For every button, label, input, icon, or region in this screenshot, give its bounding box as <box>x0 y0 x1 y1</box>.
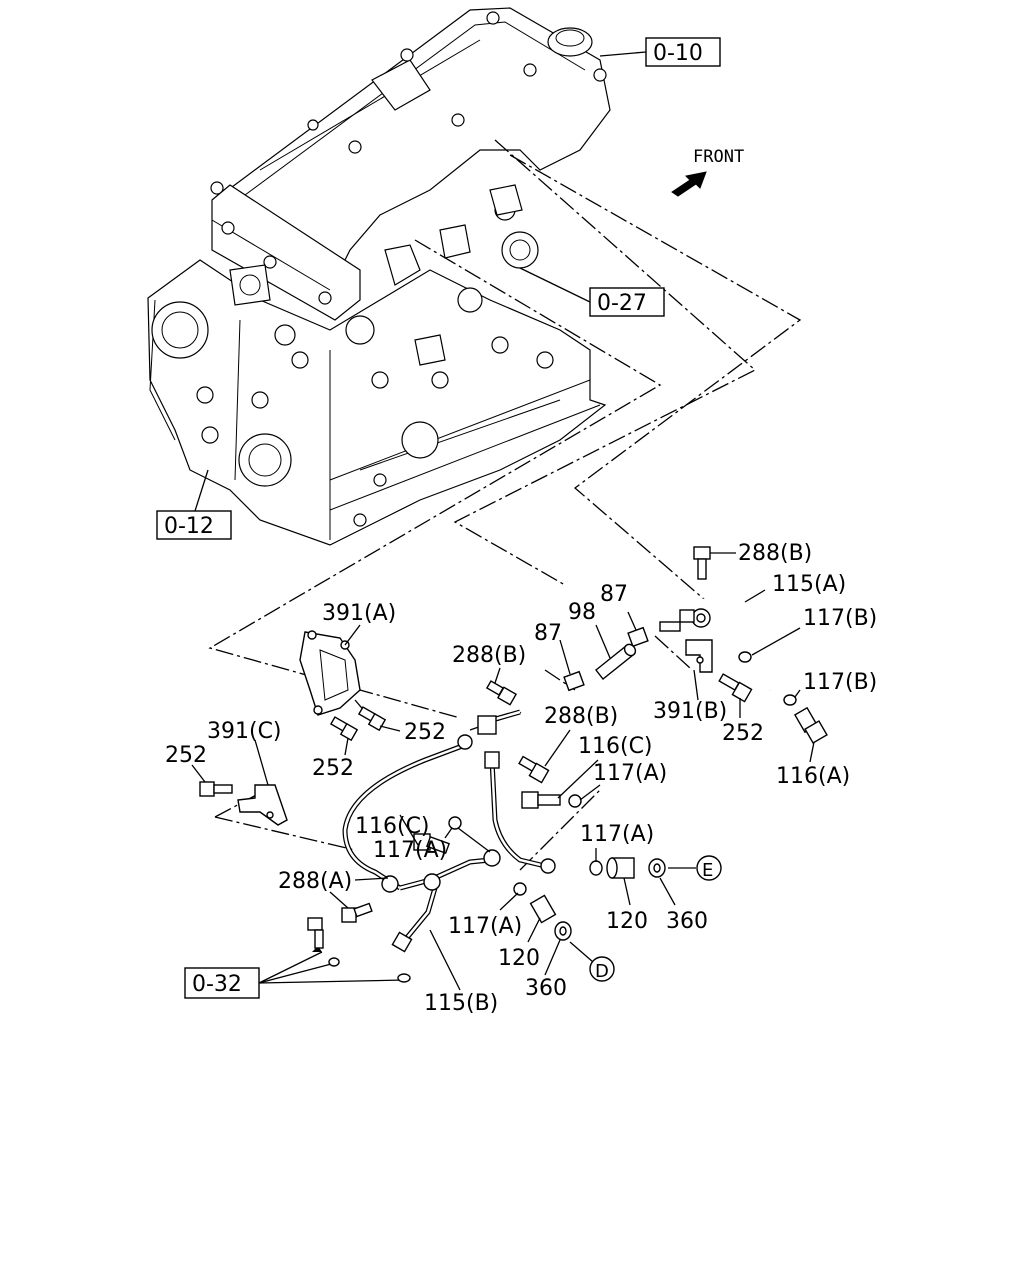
washer-117a-mid <box>589 860 603 876</box>
label-391c: 391(C) <box>207 719 282 744</box>
connector-e: E <box>696 855 722 881</box>
label-115a: 115(A) <box>772 572 846 597</box>
label-87-left: 87 <box>534 621 562 646</box>
ref-box-0-27-text: 0-27 <box>597 291 647 316</box>
washer-117a-right <box>568 794 582 808</box>
eyebolt-116c-right <box>521 791 561 809</box>
label-117b-2: 117(B) <box>803 670 877 695</box>
banjo-joint-1 <box>381 875 399 893</box>
tee-fitting <box>457 715 500 769</box>
nut-360-right <box>648 858 666 878</box>
sleeve-98 <box>595 643 637 680</box>
front-label: FRONT <box>693 147 744 167</box>
engine-block-illustration <box>147 7 611 546</box>
nut-87-left <box>563 670 585 692</box>
connector-d: D <box>589 956 615 982</box>
bolt-0-32 <box>307 917 340 967</box>
eyebolt-116c-left <box>413 833 451 855</box>
label-115b: 115(B) <box>424 991 498 1016</box>
label-98: 98 <box>568 600 596 625</box>
bolt-288b-mid <box>485 680 518 706</box>
bolt-252-low <box>329 716 359 742</box>
bolt-252-right <box>718 673 753 703</box>
union-120-left <box>529 894 557 924</box>
ref-box-0-10-text: 0-10 <box>653 41 703 66</box>
banjo-115a <box>659 608 711 632</box>
washer-117b-2 <box>783 694 797 706</box>
banjo-joint-2 <box>423 873 441 891</box>
fuel-pipes <box>342 598 797 942</box>
banjo-joint-3 <box>483 849 501 867</box>
banjo-joint-4 <box>540 858 556 874</box>
label-288b-mid: 288(B) <box>452 643 526 668</box>
front-direction-indicator: FRONT <box>671 147 744 197</box>
ref-box-0-12-text: 0-12 <box>164 514 214 539</box>
label-117a-mid: 117(A) <box>580 822 654 847</box>
union-120-right <box>606 857 635 879</box>
bolt-288b-top <box>693 546 711 580</box>
washer-117a-left <box>448 816 462 830</box>
label-252-left: 252 <box>165 743 207 768</box>
label-288b-top: 288(B) <box>738 541 812 566</box>
parts <box>199 546 828 983</box>
label-117b-1: 117(B) <box>803 606 877 631</box>
label-252-low: 252 <box>312 756 354 781</box>
pipe-end-115b <box>391 931 413 983</box>
label-87-right: 87 <box>600 582 628 607</box>
nut-360-left <box>554 921 572 941</box>
label-117a-left: 117(A) <box>373 838 447 863</box>
label-391a: 391(A) <box>322 601 396 626</box>
bolt-288a <box>341 902 373 923</box>
label-120-left: 120 <box>498 946 540 971</box>
washer-117a-low <box>513 882 527 896</box>
label-252-mid: 252 <box>404 720 446 745</box>
label-120-right: 120 <box>606 909 648 934</box>
ref-box-0-32: 0-32 <box>184 946 406 999</box>
label-116c-left: 116(C) <box>355 814 430 839</box>
bracket-391b <box>685 639 713 673</box>
front-arrow-icon <box>671 171 707 197</box>
label-391b: 391(B) <box>653 699 727 724</box>
callout-labels: 288(B) 115(A) 117(B) 117(B) 87 98 87 391… <box>165 541 877 1016</box>
label-288b-low: 288(B) <box>544 704 618 729</box>
ref-box-0-10: 0-10 <box>599 37 721 67</box>
ref-box-0-12: 0-12 <box>156 469 232 540</box>
bolt-288b-low <box>518 755 550 784</box>
label-288a: 288(A) <box>278 869 352 894</box>
nut-87-right <box>627 626 649 648</box>
ref-box-0-27: 0-27 <box>519 267 665 317</box>
eyebolt-116a <box>793 706 828 744</box>
label-360-right: 360 <box>666 909 708 934</box>
bolt-252-left <box>199 781 233 797</box>
label-252-right: 252 <box>722 721 764 746</box>
label-117a-right: 117(A) <box>593 761 667 786</box>
label-116a: 116(A) <box>776 764 850 789</box>
connector-d-letter: D <box>595 961 609 982</box>
ref-box-0-32-text: 0-32 <box>192 972 242 997</box>
connector-e-letter: E <box>702 860 713 881</box>
callout-leaders <box>191 552 815 991</box>
label-360-left: 360 <box>525 976 567 1001</box>
label-116c-right: 116(C) <box>578 734 653 759</box>
bracket-391c <box>237 784 288 826</box>
label-117a-low: 117(A) <box>448 914 522 939</box>
bracket-391a <box>299 630 361 716</box>
washer-117b-1 <box>738 651 752 663</box>
